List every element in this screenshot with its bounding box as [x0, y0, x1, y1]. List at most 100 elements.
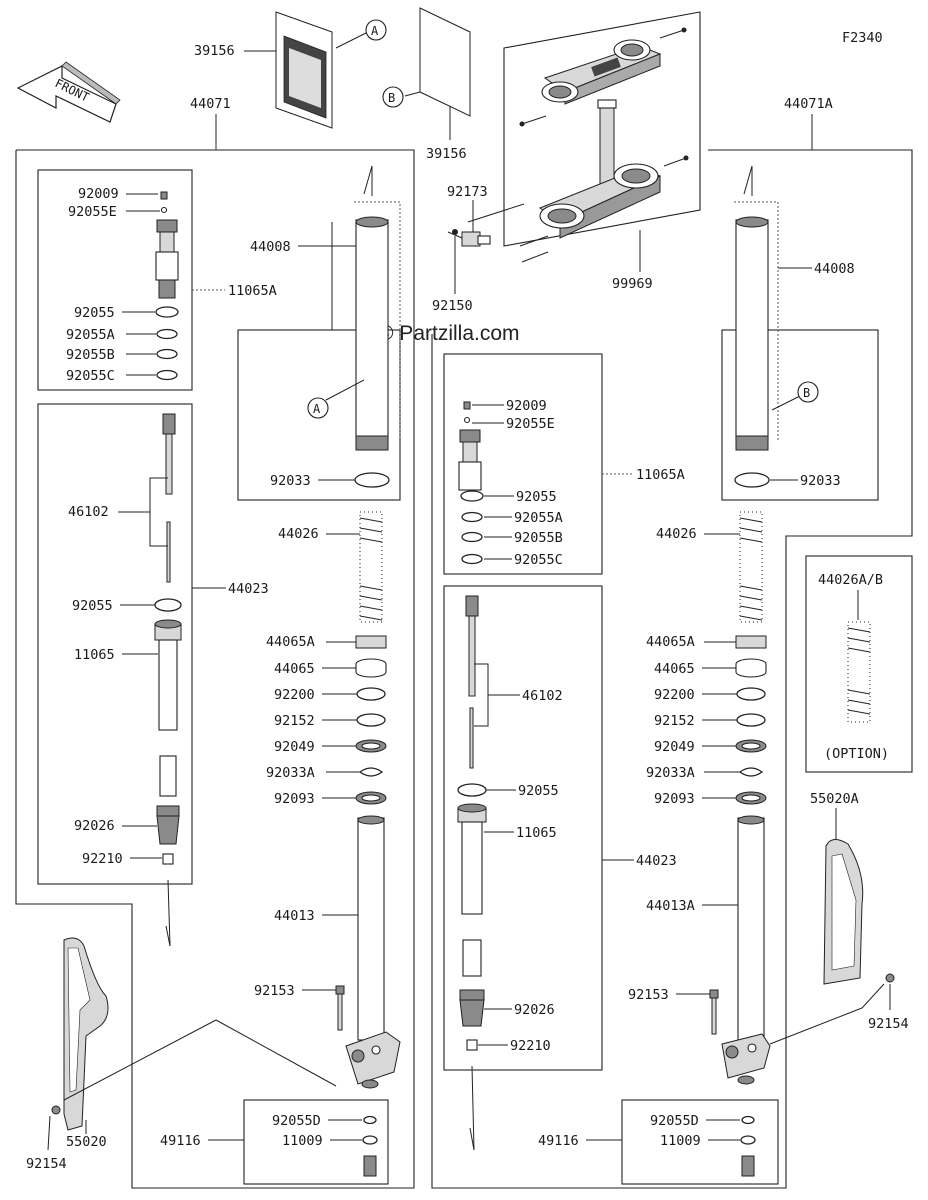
decal-sheet-b: B: [382, 7, 471, 140]
label-92009-right: 92009: [506, 398, 547, 414]
part-44013-left: [345, 815, 401, 1089]
callout-b-label: B: [388, 91, 395, 105]
label-49116-left: 49116: [160, 1133, 201, 1149]
label-92150: 92150: [432, 298, 473, 314]
label-11065a-right: 11065A: [636, 467, 685, 483]
part-11065a-left: [155, 191, 179, 381]
label-92055-right-2: 92055: [518, 783, 559, 799]
label-44026-right: 44026: [656, 526, 697, 542]
box-49116-right: [621, 1099, 779, 1185]
label-92173: 92173: [447, 184, 488, 200]
label-44023-right: 44023: [636, 853, 677, 869]
label-92055-right: 92055: [516, 489, 557, 505]
label-92093-right: 92093: [654, 791, 695, 807]
decal-sheet-a: A: [275, 11, 387, 129]
label-92033a-left: 92033A: [266, 765, 315, 781]
part-44026ab-option: [847, 621, 871, 723]
label-11009-left: 11009: [282, 1133, 323, 1149]
callout-a-label: A: [371, 24, 379, 38]
label-44023-left: 44023: [228, 581, 269, 597]
label-99969: 99969: [612, 276, 653, 292]
label-92055-left-2: 92055: [72, 598, 113, 614]
label-92055b-left: 92055B: [66, 347, 115, 363]
label-92033-right: 92033: [800, 473, 841, 489]
label-92153-left: 92153: [254, 983, 295, 999]
label-92055d-left: 92055D: [272, 1113, 321, 1129]
part-44008-right: [734, 165, 779, 488]
box-49116-left: [243, 1099, 389, 1185]
left-fork-outline: [15, 149, 415, 1189]
bolt-92153-right: [709, 989, 719, 1035]
label-11065-right: 11065: [516, 825, 557, 841]
box-11065a-left: [37, 169, 193, 391]
right-fork-outline: [431, 149, 913, 1189]
box-44023-right: [443, 585, 603, 1071]
callout-b-right-label: B: [803, 386, 810, 400]
label-92152-right: 92152: [654, 713, 695, 729]
label-46102-left: 46102: [68, 504, 109, 520]
label-92093-left: 92093: [274, 791, 315, 807]
label-44008-left: 44008: [250, 239, 291, 255]
box-option: [805, 555, 913, 773]
part-44023-left: [154, 413, 182, 865]
label-92154-right: 92154: [868, 1016, 909, 1032]
box-44008-left: [237, 329, 401, 501]
box-44023-left: [37, 403, 193, 885]
label-44071a: 44071A: [784, 96, 833, 112]
label-44013a-right: 44013A: [646, 898, 695, 914]
label-92033a-right: 92033A: [646, 765, 695, 781]
label-44026-left: 44026: [278, 526, 319, 542]
part-44023-right: [457, 595, 487, 1051]
label-49116-right: 49116: [538, 1133, 579, 1149]
label-46102-right: 46102: [522, 688, 563, 704]
label-39156-top: 39156: [194, 43, 235, 59]
callout-a-left-label: A: [313, 402, 321, 416]
callout-a-left-icon: [307, 397, 329, 419]
label-92153-right: 92153: [628, 987, 669, 1003]
label-92152-left: 92152: [274, 713, 315, 729]
watermark: © Partzilla.com: [378, 322, 520, 345]
callout-b-icon: [382, 86, 404, 108]
bolt-92153-left: [335, 985, 345, 1031]
label-44026ab: 44026A/B: [818, 572, 883, 588]
label-92200-left: 92200: [274, 687, 315, 703]
label-11065a-left: 11065A: [228, 283, 277, 299]
part-44026-left: [359, 511, 383, 623]
fork-guard-55020a: [769, 839, 895, 1045]
callout-a-icon: [365, 19, 387, 41]
label-44013-left: 44013: [274, 908, 315, 924]
label-44065a-left: 44065A: [266, 634, 315, 650]
label-44065-left: 44065: [274, 661, 315, 677]
label-92055e-right: 92055E: [506, 416, 555, 432]
label-92026-left: 92026: [74, 818, 115, 834]
label-92200-right: 92200: [654, 687, 695, 703]
triple-clamp-assembly: [467, 27, 689, 263]
fork-guard-55020: [51, 937, 337, 1131]
label-92055-left: 92055: [74, 305, 115, 321]
label-92026-right: 92026: [514, 1002, 555, 1018]
label-92055c-left: 92055C: [66, 368, 115, 384]
label-44065a-right: 44065A: [646, 634, 695, 650]
label-92154-left: 92154: [26, 1156, 67, 1172]
label-39156-mid: 39156: [426, 146, 467, 162]
part-49116-right: [740, 1115, 756, 1177]
part-11065a-right: [458, 401, 484, 565]
part-44008-left: [354, 165, 401, 488]
label-55020a-right: 55020A: [810, 791, 859, 807]
label-11065-left: 11065: [74, 647, 115, 663]
option-label: (OPTION): [824, 746, 889, 762]
callout-b-right-icon: [797, 381, 819, 403]
label-92009-left: 92009: [78, 186, 119, 202]
label-92033-left: 92033: [270, 473, 311, 489]
label-92055b-right: 92055B: [514, 530, 563, 546]
seal-stack-left: [355, 635, 387, 805]
seal-stack-right: [735, 635, 767, 805]
label-92210-left: 92210: [82, 851, 123, 867]
front-arrow-icon: FRONT: [16, 61, 121, 123]
label-92049-right: 92049: [654, 739, 695, 755]
label-44065-right: 44065: [654, 661, 695, 677]
diagram-code: F2340: [842, 30, 883, 46]
part-44026-right: [739, 511, 763, 623]
label-92055a-left: 92055A: [66, 327, 115, 343]
